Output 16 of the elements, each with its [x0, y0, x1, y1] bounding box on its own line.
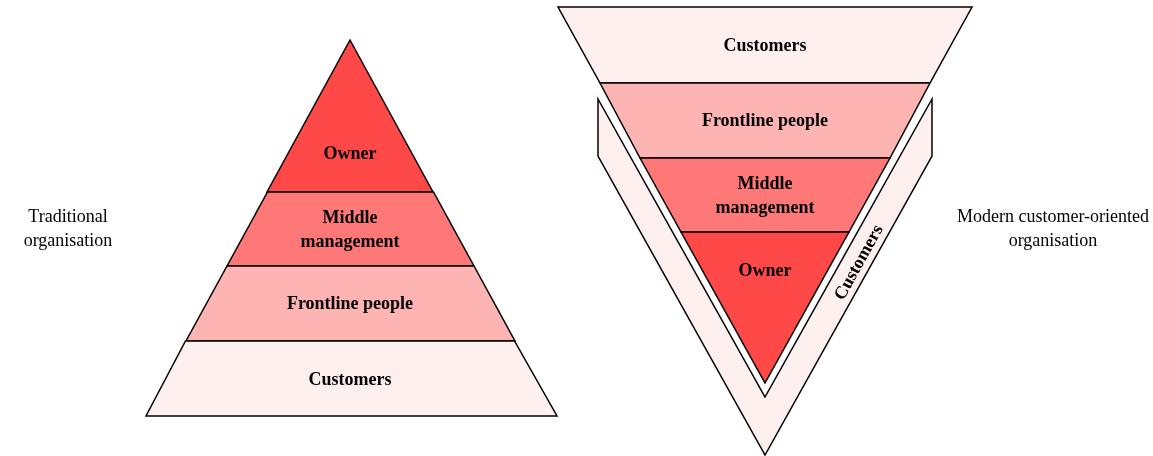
layer-label: Frontline people — [701, 109, 829, 132]
funnel-layer — [558, 7, 972, 83]
pyramid-layer — [185, 266, 515, 341]
layer-label: Customers — [308, 368, 392, 391]
pyramid-layer — [267, 40, 433, 192]
pyramid-layer — [146, 341, 557, 416]
side-caption: Modern customer-oriented organisation — [955, 205, 1151, 252]
side-caption: Traditional organisation — [22, 205, 114, 252]
layer-label: Owner — [323, 142, 377, 165]
layer-label: Owner — [738, 259, 792, 282]
layer-label: Customers — [723, 34, 807, 57]
chevron-band — [598, 99, 932, 455]
pyramid-layer — [226, 192, 474, 266]
layer-label: Middle management — [714, 172, 816, 219]
layer-label: Frontline people — [286, 292, 414, 315]
layer-label: Middle management — [299, 206, 401, 253]
